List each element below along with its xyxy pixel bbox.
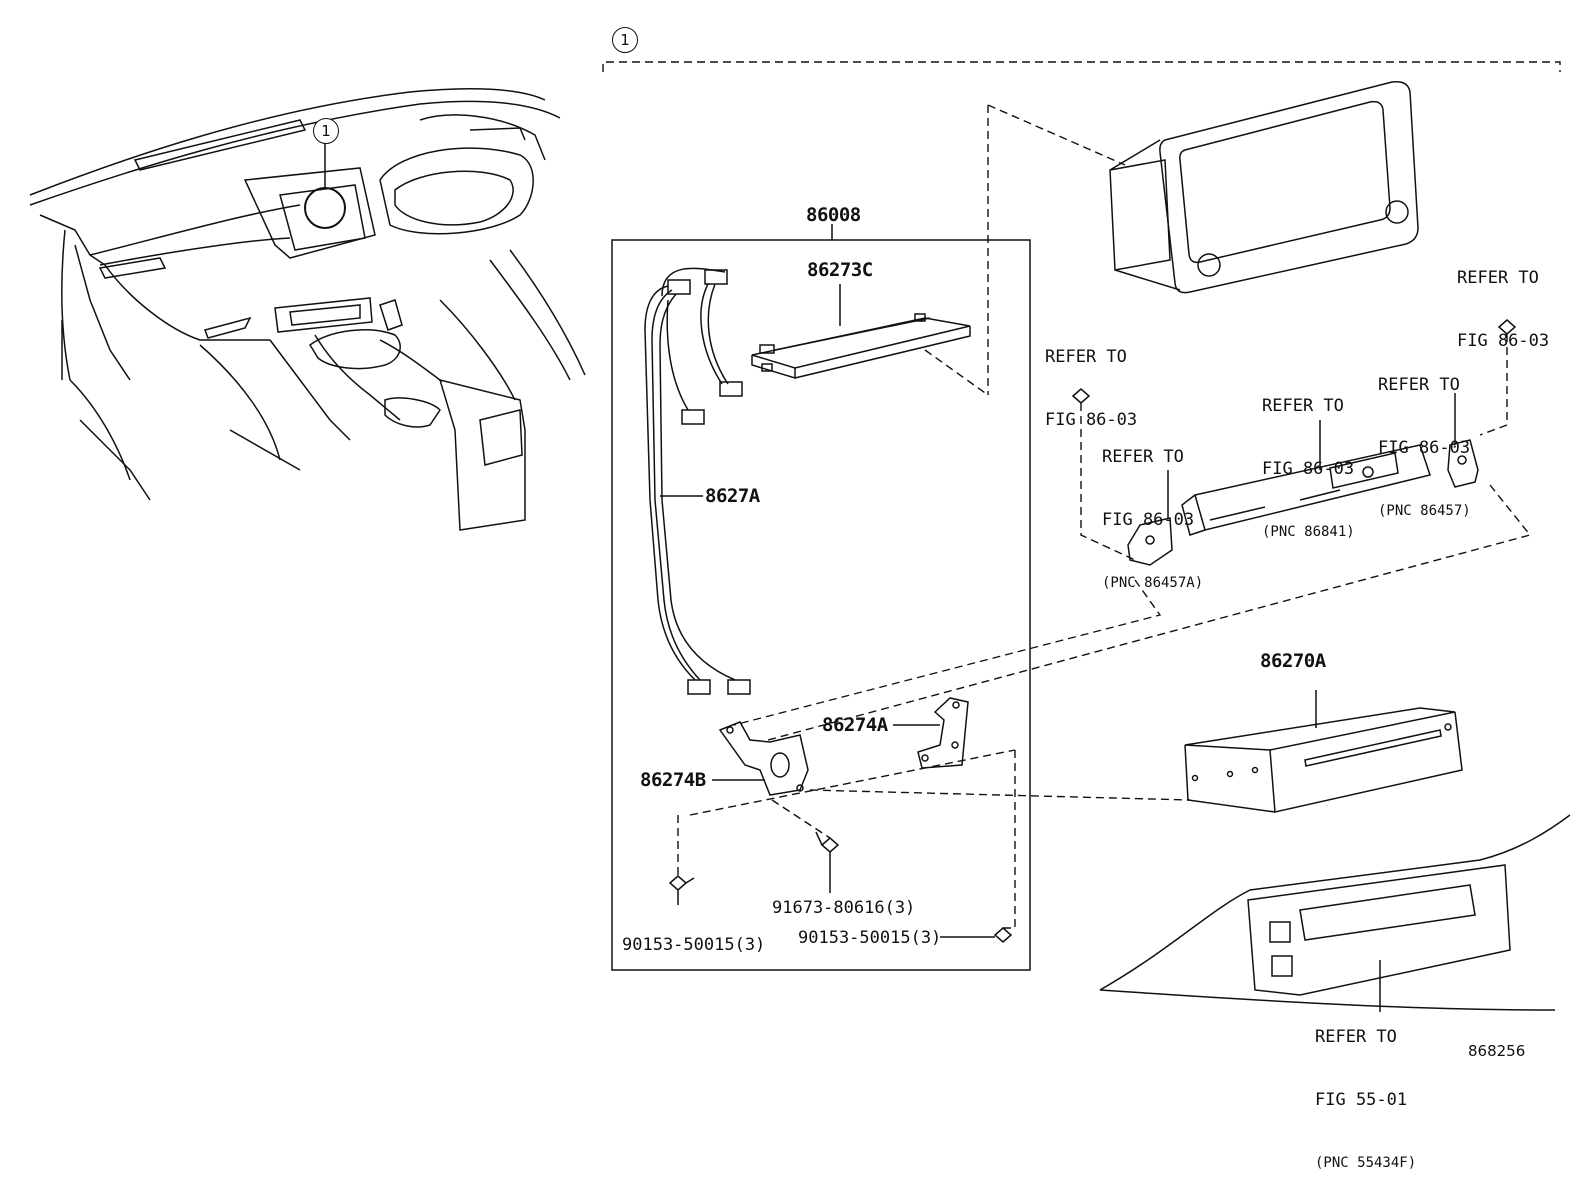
ref-bottom[interactable]: REFER TO FIG 55-01 (PNC 55434F) (1315, 985, 1416, 1195)
dashboard-overview-illustration (29, 87, 586, 531)
disc-unit-illustration (1184, 690, 1463, 813)
screws-illustration (668, 319, 1517, 943)
screw-left-part-number[interactable]: 90153-50015(3) (622, 935, 766, 955)
ref-bottom-line2: FIG 55-01 (1315, 1090, 1408, 1110)
bracket-a-part-number[interactable]: 86274A (822, 714, 888, 736)
ref-unit-mid-line3: (PNC 86841) (1262, 524, 1355, 540)
cable-cover-illustration (751, 284, 989, 396)
assembly-callout-number: 1 (612, 27, 638, 53)
audio-unit-illustration (1127, 393, 1479, 566)
ref-top-right-line2: FIG 86-03 (1457, 331, 1550, 351)
screw-center-part-number[interactable]: 91673-80616(3) (772, 898, 916, 918)
brackets-illustration (712, 697, 969, 796)
ref-bracket-a-line2: FIG 86-03 (1102, 510, 1195, 530)
ref-bracket-b-line3: (PNC 86457) (1378, 503, 1471, 519)
disc-unit-part-number[interactable]: 86270A (1260, 650, 1326, 672)
diagram-drawing (29, 61, 1571, 1012)
ref-unit-mid[interactable]: REFER TO FIG 86-03 (PNC 86841) (1262, 354, 1355, 564)
ref-bottom-line3: (PNC 55434F) (1315, 1155, 1417, 1171)
ref-bottom-line1: REFER TO (1315, 1027, 1397, 1047)
ref-bracket-a-line3: (PNC 86457A) (1102, 575, 1204, 591)
ref-top-right[interactable]: REFER TO FIG 86-03 (1457, 226, 1549, 373)
ref-bracket-b-line2: FIG 86-03 (1378, 438, 1471, 458)
lower-panel-illustration (1099, 814, 1571, 1012)
ref-top-right-line1: REFER TO (1457, 268, 1539, 288)
ref-unit-mid-line1: REFER TO (1262, 396, 1344, 416)
ref-bracket-b[interactable]: REFER TO FIG 86-03 (PNC 86457) (1378, 333, 1471, 543)
figure-code: 868256 (1468, 1042, 1526, 1060)
bracket-b-part-number[interactable]: 86274B (640, 769, 706, 791)
ref-bracket-b-line1: REFER TO (1378, 375, 1460, 395)
parts-diagram: 1 1 86008 86273C 8627A 86274A 86274B 862… (29, 27, 1571, 1171)
ref-unit-mid-line2: FIG 86-03 (1262, 459, 1355, 479)
assembly-box (611, 224, 1031, 971)
display-monitor-illustration (987, 80, 1419, 395)
wire-harness-part-number[interactable]: 8627A (705, 485, 760, 507)
ref-left-screw[interactable]: REFER TO FIG 86-03 (1045, 305, 1137, 452)
assembly-bracket-line (602, 61, 1561, 72)
wire-harness-illustration (644, 267, 751, 695)
cable-cover-part-number[interactable]: 86273C (807, 259, 873, 281)
dashed-leaders (677, 334, 1532, 929)
screw-right-part-number[interactable]: 90153-50015(3) (798, 928, 942, 948)
ref-bracket-a[interactable]: REFER TO FIG 86-03 (PNC 86457A) (1102, 405, 1203, 615)
ref-left-screw-line2: FIG 86-03 (1045, 410, 1138, 430)
assembly-part-number[interactable]: 86008 (806, 204, 861, 226)
ref-bracket-a-line1: REFER TO (1102, 447, 1184, 467)
ref-left-screw-line1: REFER TO (1045, 347, 1127, 367)
dashboard-callout-number: 1 (313, 118, 339, 144)
